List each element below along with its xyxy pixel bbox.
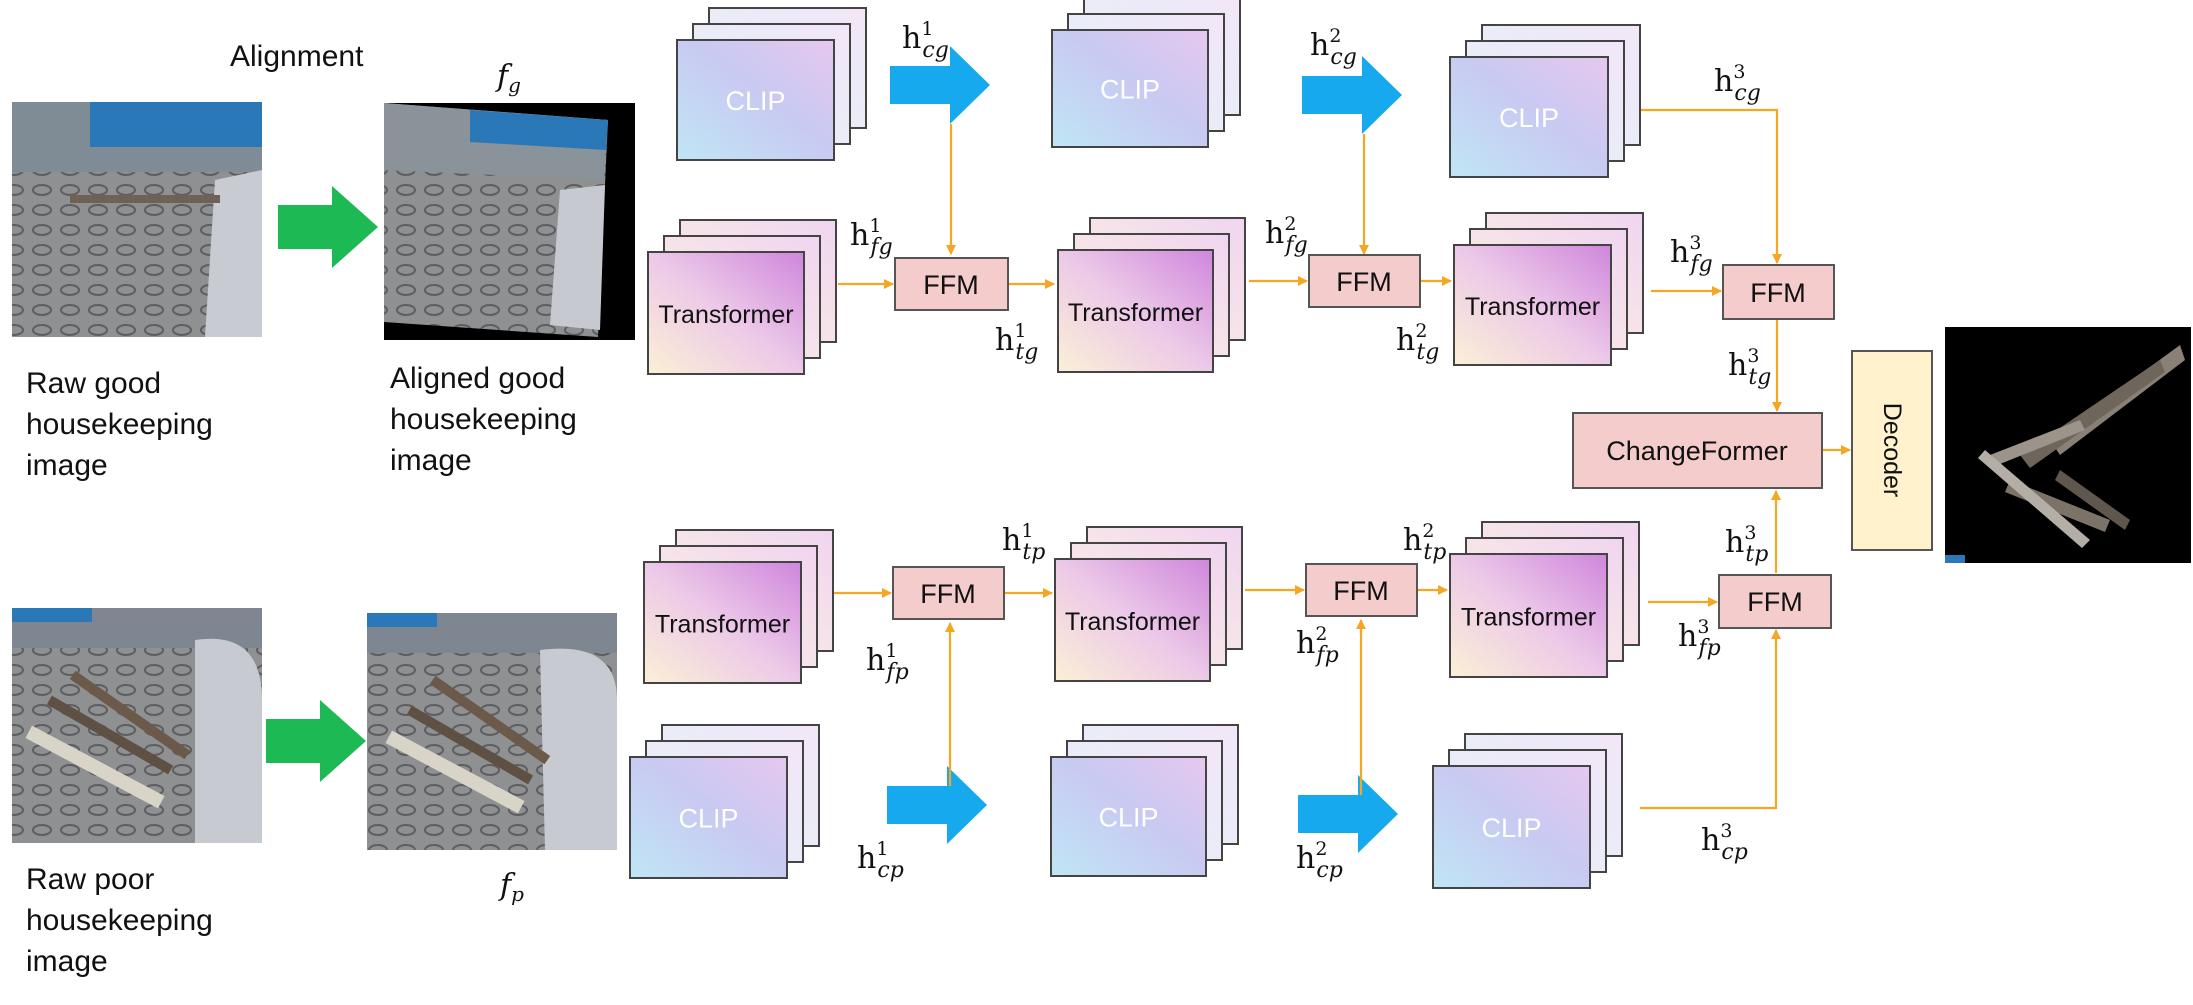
clip-label: CLIP — [1098, 803, 1158, 833]
aligned-good-housekeeping-image — [384, 103, 635, 340]
f-p-label: fp — [498, 868, 524, 906]
transformer-label: Transformer — [1465, 293, 1600, 321]
clip-stack-block: CLIP — [1050, 724, 1239, 877]
transformer-label: Transformer — [1461, 604, 1596, 632]
alignment-arrow-icon — [278, 186, 378, 268]
transformer-label: Transformer — [655, 611, 790, 639]
clip-flow-arrow-icon — [1298, 775, 1398, 853]
transformer-stack-block: Transformer — [1054, 526, 1243, 682]
alignment-arrow-icon — [266, 700, 366, 782]
ffm-block: FFM — [894, 257, 1009, 311]
ffm-block: FFM — [1305, 563, 1418, 617]
clip-label: CLIP — [678, 804, 738, 834]
output-change-map-image — [1945, 327, 2191, 563]
decoder-block: Decoder — [1851, 350, 1933, 551]
transformer-stack-block: Transformer — [643, 529, 834, 684]
aligned-good-label: Aligned good housekeeping image — [390, 362, 585, 477]
clip-flow-arrow-icon — [890, 46, 990, 124]
svg-text:FFM: FFM — [1747, 587, 1802, 617]
transformer-stack-block: Transformer — [1449, 521, 1640, 678]
clip-flow-arrow-icon — [1302, 56, 1402, 134]
connectors — [834, 108, 1851, 810]
ffm-block: FFM — [1718, 574, 1832, 629]
clip-label: CLIP — [1481, 813, 1541, 843]
alignment-label: Alignment — [230, 40, 364, 73]
transformer-stack-block: Transformer — [1453, 212, 1644, 366]
clip-stack-block: CLIP — [1051, 0, 1241, 148]
svg-text:FFM: FFM — [1336, 267, 1391, 297]
transformer-stack-block: Transformer — [1057, 217, 1246, 373]
f-g-label: fg — [495, 59, 521, 97]
svg-text:ChangeFormer: ChangeFormer — [1606, 436, 1788, 466]
raw-poor-label: Raw poor housekeeping image — [26, 863, 221, 978]
clip-stack-block: CLIP — [1432, 733, 1623, 889]
ffm-block: FFM — [1722, 264, 1835, 320]
svg-text:FFM: FFM — [1750, 278, 1805, 308]
raw-good-housekeeping-image — [12, 102, 262, 337]
clip-stack-block: CLIP — [629, 724, 820, 879]
transformer-stack-block: Transformer — [647, 219, 837, 375]
ffm-block: FFM — [1308, 254, 1421, 308]
raw-good-label: Raw good housekeeping image — [26, 367, 221, 482]
svg-text:FFM: FFM — [920, 579, 975, 609]
clip-stack-block: CLIP — [676, 7, 867, 161]
clip-label: CLIP — [725, 86, 785, 116]
svg-text:FFM: FFM — [923, 270, 978, 300]
clip-label: CLIP — [1100, 75, 1160, 105]
connector-arrow — [1641, 108, 1782, 264]
transformer-label: Transformer — [1065, 608, 1200, 636]
changeformer-block: ChangeFormer — [1572, 412, 1823, 489]
svg-text:FFM: FFM — [1333, 576, 1388, 606]
aligned-poor-housekeeping-image — [367, 613, 617, 850]
transformer-label: Transformer — [1068, 299, 1203, 327]
ffm-block: FFM — [892, 566, 1005, 620]
clip-stack-block: CLIP — [1449, 24, 1641, 178]
clip-flow-arrow-icon — [887, 766, 987, 844]
transformer-label: Transformer — [658, 301, 793, 329]
clip-label: CLIP — [1499, 103, 1559, 133]
svg-text:Decoder: Decoder — [1878, 403, 1906, 498]
raw-poor-housekeeping-image — [12, 608, 262, 843]
connector-arrow — [1640, 629, 1781, 810]
